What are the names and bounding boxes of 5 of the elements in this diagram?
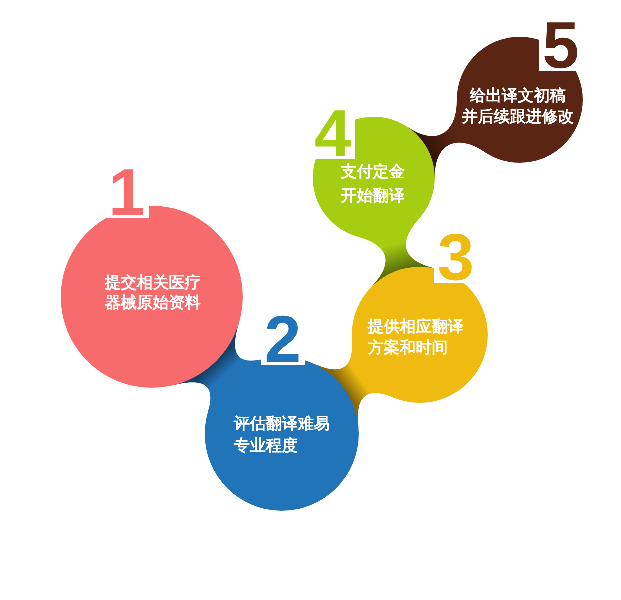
step-text: 给出译文初稿并后续跟进修改: [462, 84, 574, 126]
step-text: 评估翻译难易专业程度: [234, 413, 330, 457]
step-text: 支付定金开始翻译: [341, 161, 405, 207]
step-text: 提供相应翻译方案和时间: [368, 316, 464, 358]
step-text: 提交相关医疗器械原始资料: [105, 273, 201, 313]
